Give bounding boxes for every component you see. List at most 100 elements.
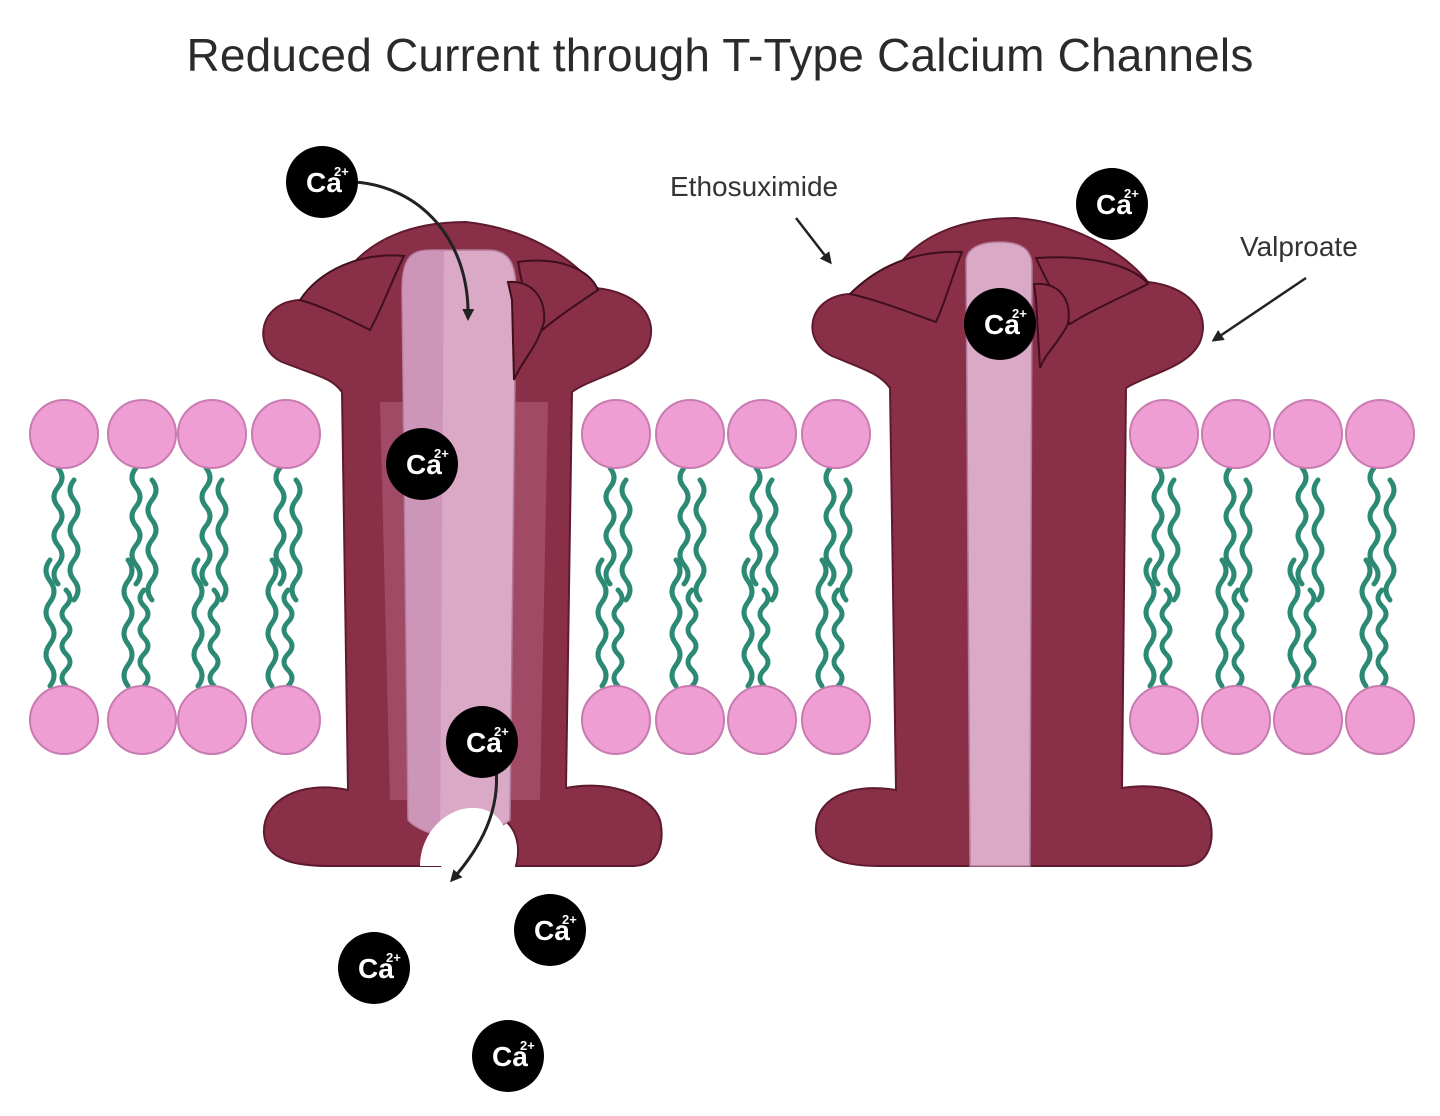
calcium-ion-circle: [338, 932, 410, 1004]
calcium-ion: Ca2+: [964, 288, 1036, 360]
lipid-tail: [1287, 557, 1301, 689]
calcium-ion: Ca2+: [1076, 168, 1148, 240]
valproate-pointer: [1211, 276, 1307, 342]
lipid-head: [107, 399, 177, 469]
lipid-tail: [215, 477, 229, 603]
lipid-tail: [839, 477, 853, 603]
lipid-tail: [1239, 477, 1253, 603]
calcium-ions: Ca2+Ca2+Ca2+Ca2+Ca2+Ca2+Ca2+Ca2+: [286, 146, 1148, 1092]
calcium-ion: Ca2+: [338, 932, 410, 1004]
lipid-tail: [741, 557, 755, 689]
calcium-ion-symbol: Ca: [534, 915, 570, 946]
lipid-head: [581, 685, 651, 755]
lipid-head: [177, 685, 247, 755]
lipid-tail: [749, 465, 763, 587]
lipid-head: [727, 399, 797, 469]
ion-entry-arrow: [353, 180, 475, 321]
lipid-tail: [43, 557, 57, 689]
calcium-ion-symbol: Ca: [984, 309, 1020, 340]
lipid-tail: [595, 557, 609, 689]
ion-exit-arrow: [450, 767, 499, 883]
lipid-tail: [145, 477, 159, 603]
lipid-tail: [51, 465, 65, 587]
lipid-head: [29, 399, 99, 469]
lipid-tail: [1367, 465, 1381, 587]
lipid-tail: [1375, 587, 1389, 689]
lipid-tail: [815, 557, 829, 689]
calcium-ion-circle: [286, 146, 358, 218]
lipid-head: [177, 399, 247, 469]
calcium-ion-symbol: Ca: [406, 449, 442, 480]
calcium-ion-circle: [964, 288, 1036, 360]
open-channel-pore-shading: [402, 250, 444, 836]
calcium-ion-circle: [1076, 168, 1148, 240]
lipid-tail: [121, 557, 135, 689]
calcium-ion-charge: 2+: [434, 446, 449, 461]
lipid-tail: [611, 587, 625, 689]
valproate-label: Valproate: [1240, 231, 1358, 262]
calcium-ion-symbol: Ca: [466, 727, 502, 758]
open-channel-lobe-front: [506, 280, 546, 381]
lipid-head: [1273, 399, 1343, 469]
lipid-tail: [1167, 477, 1181, 603]
lipid-head: [1345, 399, 1415, 469]
lipid-tail: [1223, 465, 1237, 587]
calcium-ion-charge: 2+: [520, 1038, 535, 1053]
lipid-tail: [281, 587, 295, 689]
calcium-ion: Ca2+: [472, 1020, 544, 1092]
lipid-head: [1129, 399, 1199, 469]
calcium-ion-circle: [472, 1020, 544, 1092]
calcium-ion: Ca2+: [514, 894, 586, 966]
lipid-tail: [823, 465, 837, 587]
calcium-ion: Ca2+: [386, 428, 458, 500]
lipid-tail: [59, 587, 73, 689]
lipid-head: [655, 685, 725, 755]
calcium-ion: Ca2+: [286, 146, 358, 218]
lipid-tail: [129, 465, 143, 587]
lipid-tail: [273, 465, 287, 587]
blocked-channel-lobe-front: [1032, 282, 1070, 369]
lipid-tail: [1151, 465, 1165, 587]
lipid-head: [655, 399, 725, 469]
lipid-tail: [207, 587, 221, 689]
ethosuximide-pointer: [795, 217, 832, 265]
lipid-tail: [685, 587, 699, 689]
lipid-head: [251, 685, 321, 755]
lipid-tail: [619, 477, 633, 603]
calcium-ion-charge: 2+: [562, 912, 577, 927]
calcium-ion-symbol: Ca: [358, 953, 394, 984]
blocked-channel-pore: [965, 241, 1033, 867]
open-calcium-channel: [262, 220, 663, 867]
calcium-ion-charge: 2+: [334, 164, 349, 179]
lipid-tail: [1311, 477, 1325, 603]
lipid-tail: [1359, 557, 1373, 689]
lipid-tail: [1231, 587, 1245, 689]
lipid-head: [1273, 685, 1343, 755]
lipid-tail: [1383, 477, 1397, 603]
lipid-tail: [1295, 465, 1309, 587]
calcium-ion-charge: 2+: [1012, 306, 1027, 321]
lipid-tail: [191, 557, 205, 689]
ion-flow-arrows: [353, 180, 1307, 883]
lipid-head: [727, 685, 797, 755]
lipid-tail: [1303, 587, 1317, 689]
lipid-tail: [677, 465, 691, 587]
lipid-head: [581, 399, 651, 469]
lipid-tail: [289, 477, 303, 603]
lipid-tail: [669, 557, 683, 689]
lipid-tail: [199, 465, 213, 587]
lipid-bilayer: [29, 399, 1415, 755]
lipid-tail: [693, 477, 707, 603]
lipid-head: [801, 685, 871, 755]
lipid-head: [29, 685, 99, 755]
lipid-head: [1129, 685, 1199, 755]
blocked-channel-lobe-left: [847, 250, 964, 324]
lipid-tail: [757, 587, 771, 689]
lipid-head: [1201, 399, 1271, 469]
lipid-tail: [265, 557, 279, 689]
calcium-ion-circle: [514, 894, 586, 966]
lipid-tail: [1215, 557, 1229, 689]
calcium-ion-symbol: Ca: [306, 167, 342, 198]
lipid-tail: [831, 587, 845, 689]
